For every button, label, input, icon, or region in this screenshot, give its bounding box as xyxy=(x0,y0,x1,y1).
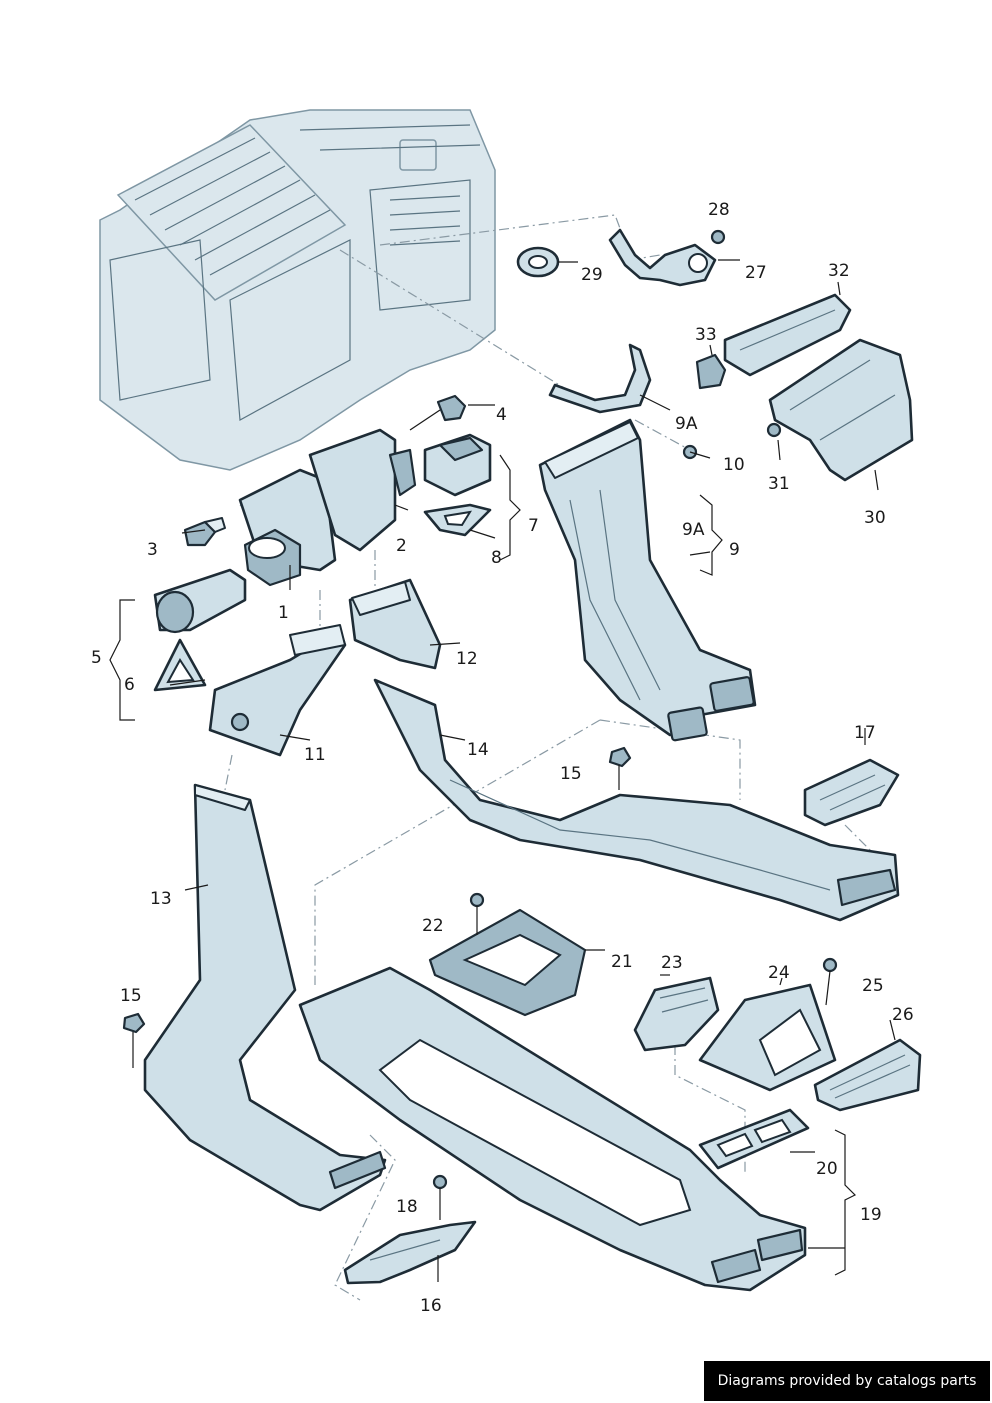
label-4: 4 xyxy=(496,405,507,425)
part-31-screw xyxy=(766,422,782,438)
label-3: 3 xyxy=(147,540,158,560)
part-8-seal xyxy=(423,503,492,537)
attribution-text: Diagrams provided by catalogs parts xyxy=(717,1373,977,1389)
part-24-bezel xyxy=(698,983,837,1092)
part-18-screw xyxy=(432,1174,448,1220)
label-15a: 15 xyxy=(560,764,582,784)
leader-lines xyxy=(109,259,896,1282)
heater-housing xyxy=(99,109,496,471)
part-6-seal xyxy=(153,638,207,692)
part-9a-pipe xyxy=(548,343,652,414)
label-20: 20 xyxy=(816,1159,838,1179)
part-32-grille xyxy=(723,293,852,377)
label-31: 31 xyxy=(768,474,790,494)
label-9: 9 xyxy=(729,540,740,560)
part-29-grommet xyxy=(516,246,560,278)
label-23: 23 xyxy=(661,953,683,973)
part-labels: 1 2 3 4 5 6 7 8 9 9A 9A 10 11 12 13 14 1… xyxy=(91,200,914,1316)
part-19-duct xyxy=(298,966,807,1292)
label-29: 29 xyxy=(581,265,603,285)
part-5-duct xyxy=(153,568,247,634)
part-12-duct xyxy=(348,578,442,670)
part-14-duct xyxy=(373,678,900,922)
part-2-duct xyxy=(308,428,417,552)
part-1-duct xyxy=(238,468,337,587)
label-15b: 15 xyxy=(120,986,142,1006)
attribution-banner: Diagrams provided by catalogs parts xyxy=(704,1361,990,1401)
label-8: 8 xyxy=(491,548,502,568)
part-13-duct xyxy=(143,783,387,1212)
part-26-vent xyxy=(813,1038,922,1112)
label-19: 19 xyxy=(860,1205,882,1225)
label-1: 1 xyxy=(278,603,289,623)
part-23-vent xyxy=(633,976,720,1052)
label-22: 22 xyxy=(422,916,444,936)
part-11-duct xyxy=(208,624,347,757)
part-15-nut-left xyxy=(122,1012,146,1068)
part-3-clip xyxy=(183,517,226,547)
part-28-screw xyxy=(710,229,726,245)
part-4-sensor xyxy=(409,394,467,431)
label-25: 25 xyxy=(862,976,884,996)
part-17-vent xyxy=(803,758,900,827)
label-24: 24 xyxy=(768,963,790,983)
part-27-actuator xyxy=(608,228,717,287)
label-13: 13 xyxy=(150,889,172,909)
part-33-clip xyxy=(695,353,727,390)
label-18: 18 xyxy=(396,1197,418,1217)
label-11: 11 xyxy=(304,745,326,765)
label-16: 16 xyxy=(420,1296,442,1316)
label-9a-top: 9A xyxy=(675,414,698,434)
label-9a-side: 9A xyxy=(682,520,705,540)
label-12: 12 xyxy=(456,649,478,669)
label-28: 28 xyxy=(708,200,730,220)
part-21-frame xyxy=(428,908,587,1017)
label-17: 17 xyxy=(854,723,876,743)
part-9-duct xyxy=(538,418,757,742)
label-5: 5 xyxy=(91,648,102,668)
part-25-screw xyxy=(822,957,838,1006)
label-10: 10 xyxy=(723,455,745,475)
part-20-gasket xyxy=(698,1108,810,1170)
label-6: 6 xyxy=(124,675,135,695)
label-21: 21 xyxy=(611,952,633,972)
part-10-screw xyxy=(682,444,711,460)
part-7-outlet xyxy=(423,433,492,497)
label-30: 30 xyxy=(864,508,886,528)
part-30-vent-housing xyxy=(768,338,914,482)
label-7: 7 xyxy=(528,516,539,536)
label-27: 27 xyxy=(745,263,767,283)
part-16-bracket xyxy=(343,1220,477,1285)
label-26: 26 xyxy=(892,1005,914,1025)
label-14: 14 xyxy=(467,740,489,760)
label-32: 32 xyxy=(828,261,850,281)
part-22-screw xyxy=(469,892,485,935)
part-15-nut-top xyxy=(608,746,632,790)
label-33: 33 xyxy=(695,325,717,345)
label-2: 2 xyxy=(396,536,407,556)
